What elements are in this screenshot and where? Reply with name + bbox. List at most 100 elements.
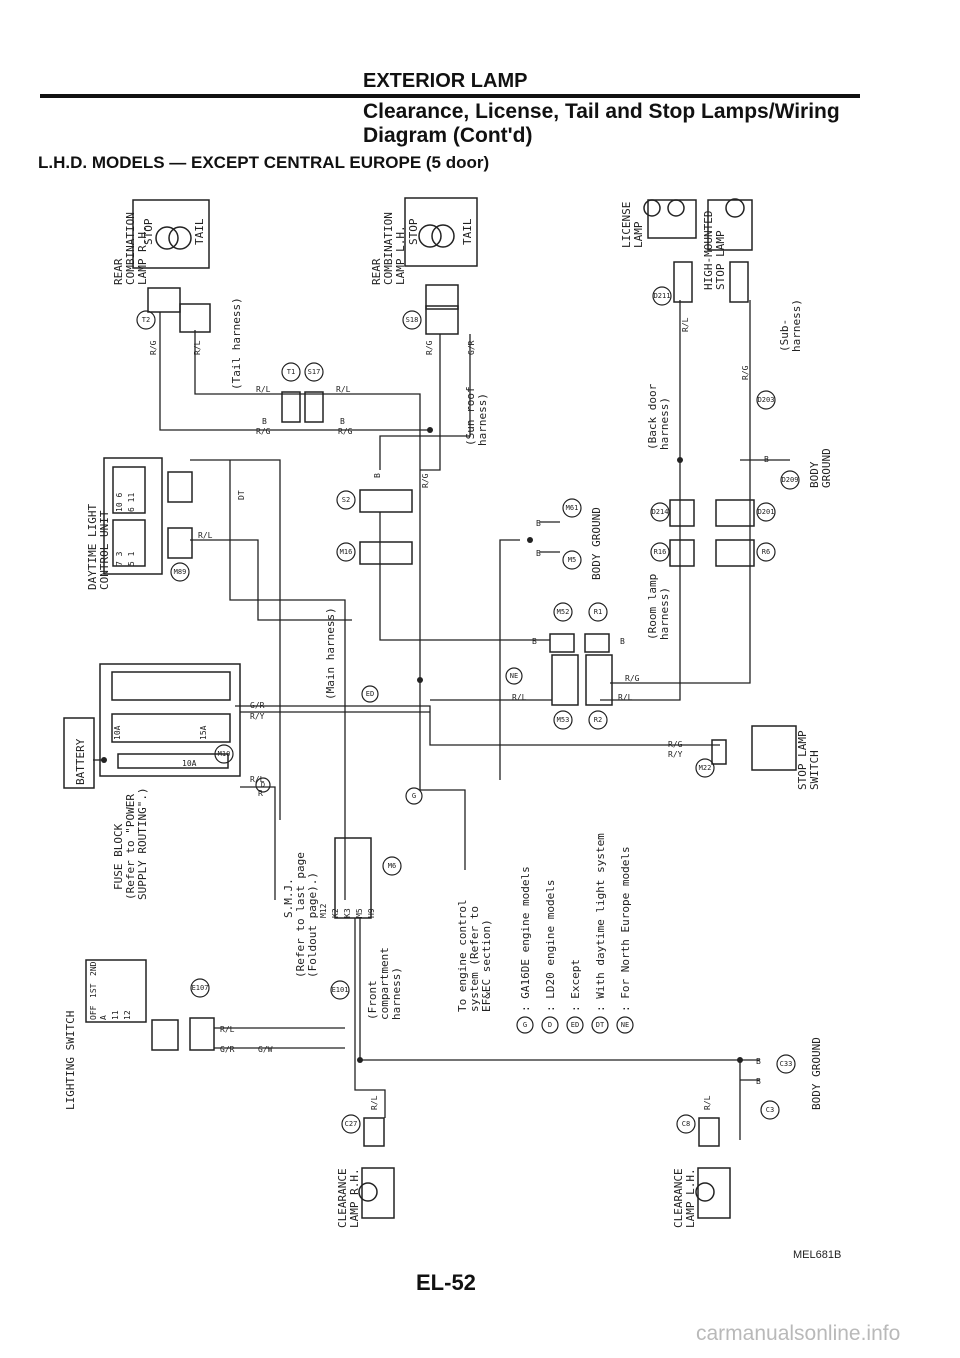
wire-label-rl-9: R/L <box>370 1095 379 1110</box>
conn-d209-id: D209 <box>782 476 799 484</box>
r2-connector <box>585 654 613 706</box>
wire-label-b-8: B <box>536 549 541 558</box>
s17-connector <box>304 391 324 423</box>
rear-lh-stop-bulb <box>418 224 442 248</box>
high-mount-label-2: STOP LAMP <box>714 230 727 290</box>
legend-ne-text: : For North Europe models <box>619 846 632 1012</box>
battery-label: BATTERY <box>74 738 87 785</box>
switch-sub: A <box>99 1015 108 1020</box>
switch-row-11: 11 <box>111 1010 120 1020</box>
clearance-lh-box <box>697 1167 731 1219</box>
fuse-row-upper <box>111 671 231 701</box>
conn-e101 <box>330 980 350 1000</box>
wire-lh-feed <box>420 334 441 471</box>
tail-harness-label: (Tail harness) <box>230 297 243 390</box>
conn-c27 <box>341 1114 361 1134</box>
conn-d214-id: D214 <box>652 508 669 516</box>
room-harness-label-1: (Room lamp <box>646 574 659 640</box>
splice-2 <box>417 677 423 683</box>
wire-label-b-9: B <box>756 1057 761 1066</box>
body-ground-label-2: GROUND <box>820 448 833 488</box>
wire-label-b-5: B <box>620 637 625 646</box>
wire-label-rl-5: R/L <box>250 775 265 784</box>
conn-c8-id: C8 <box>682 1120 690 1128</box>
wire-label-rl-4: R/L <box>198 531 213 540</box>
rear-lh-tail-bulb <box>431 224 455 248</box>
ecu-ref-label-3: EF&EC section) <box>480 919 493 1012</box>
wire-label-rg-1: R/G <box>149 340 158 355</box>
rear-rh-tail-label: TAIL <box>193 218 206 245</box>
clear-lh-label-1: CLEARANCE <box>672 1168 685 1228</box>
drl-pin-4: 5 1 <box>127 551 136 566</box>
tag-ed-id: ED <box>366 690 374 698</box>
license-label-2: LAMP <box>632 221 645 248</box>
license-label-1: LICENSE <box>620 202 633 248</box>
rear-rh-label-1: REAR <box>112 258 125 285</box>
m53-connector <box>551 654 579 706</box>
t1-connector <box>281 391 301 423</box>
wire-clear-rh <box>354 918 386 1118</box>
conn-c33 <box>776 1054 796 1074</box>
drl-connector-a <box>167 471 193 503</box>
conn-c3-id: C3 <box>766 1106 774 1114</box>
wire-drl-3 <box>190 539 352 621</box>
c27-connector <box>363 1117 385 1147</box>
conn-m10 <box>214 744 234 764</box>
rear-lh-label-2: COMBINATION <box>382 212 395 285</box>
legend-d-text: : LD20 engine models <box>544 880 557 1012</box>
legend-d-circle <box>541 1016 559 1034</box>
tag-d-id: D <box>261 781 265 789</box>
wire-label-b-6: B <box>764 455 769 464</box>
legend-g-code: G <box>523 1021 527 1029</box>
smj-pin-4: M5 <box>355 908 364 918</box>
conn-e107-id: E107 <box>192 984 209 992</box>
conn-r1 <box>588 602 608 622</box>
wire-label-b-2: B <box>340 417 345 426</box>
conn-m22 <box>695 758 715 778</box>
conn-d201-id: D201 <box>758 508 775 516</box>
backdoor-harness-label-1: (Back door <box>646 383 659 450</box>
fuse-10a: 10A <box>113 725 122 740</box>
drl-pin-1: 10 6 <box>115 493 124 512</box>
wire-label-gr-3: G/R <box>220 1045 235 1054</box>
conn-r6 <box>756 542 776 562</box>
wire-label-rg-6: R/G <box>625 674 640 683</box>
lighting-switch-box <box>85 959 147 1023</box>
drl-label-2: CONTROL UNIT <box>98 510 111 590</box>
page-number: EL-52 <box>416 1270 476 1295</box>
section-title: EXTERIOR LAMP <box>363 70 528 92</box>
drl-pin-2: 6 11 <box>127 493 136 512</box>
wire-label-gr-2: G/R <box>250 701 265 710</box>
legend-ne-circle <box>616 1016 634 1034</box>
fuse-block-box <box>99 663 241 777</box>
rear-rh-connector-upper <box>147 287 181 313</box>
conn-m89 <box>170 562 190 582</box>
wire-label-rg-3: R/G <box>338 427 353 436</box>
license-bulb-2 <box>667 199 685 217</box>
wire-label-b-10: B <box>756 1077 761 1086</box>
rear-lh-connector-lower <box>425 305 459 335</box>
ecu-ref-label-1: To engine control <box>456 899 469 1012</box>
rear-rh-lamp-box <box>132 199 210 269</box>
rear-lh-connector-upper <box>425 284 459 310</box>
conn-d209 <box>780 470 800 490</box>
wire-label-rl-6: R/L <box>512 693 527 702</box>
wire-rh-rl <box>159 312 430 431</box>
figure-code: MEL681B <box>793 1249 842 1261</box>
conn-c3 <box>760 1100 780 1120</box>
sub-harness-label-1: (Sub- <box>778 319 791 352</box>
conn-m5 <box>562 550 582 570</box>
conn-r2 <box>588 710 608 730</box>
fuse-block-label-1: FUSE BLOCK <box>112 823 125 890</box>
splice-4 <box>737 1057 743 1063</box>
conn-s2 <box>336 490 356 510</box>
wire-label-rg-5: R/G <box>421 473 430 488</box>
m52-connector <box>549 633 575 653</box>
rear-rh-label-2: COMBINATION <box>124 212 137 285</box>
wire-label-b-7: B <box>536 519 541 528</box>
conn-c8 <box>676 1114 696 1134</box>
wire-label-rg-7: R/G <box>668 740 683 749</box>
clear-lh-label-2: LAMP L.H. <box>684 1168 697 1228</box>
wire-label-rg-4: R/G <box>425 340 434 355</box>
rear-lh-lamp-box <box>404 197 478 267</box>
